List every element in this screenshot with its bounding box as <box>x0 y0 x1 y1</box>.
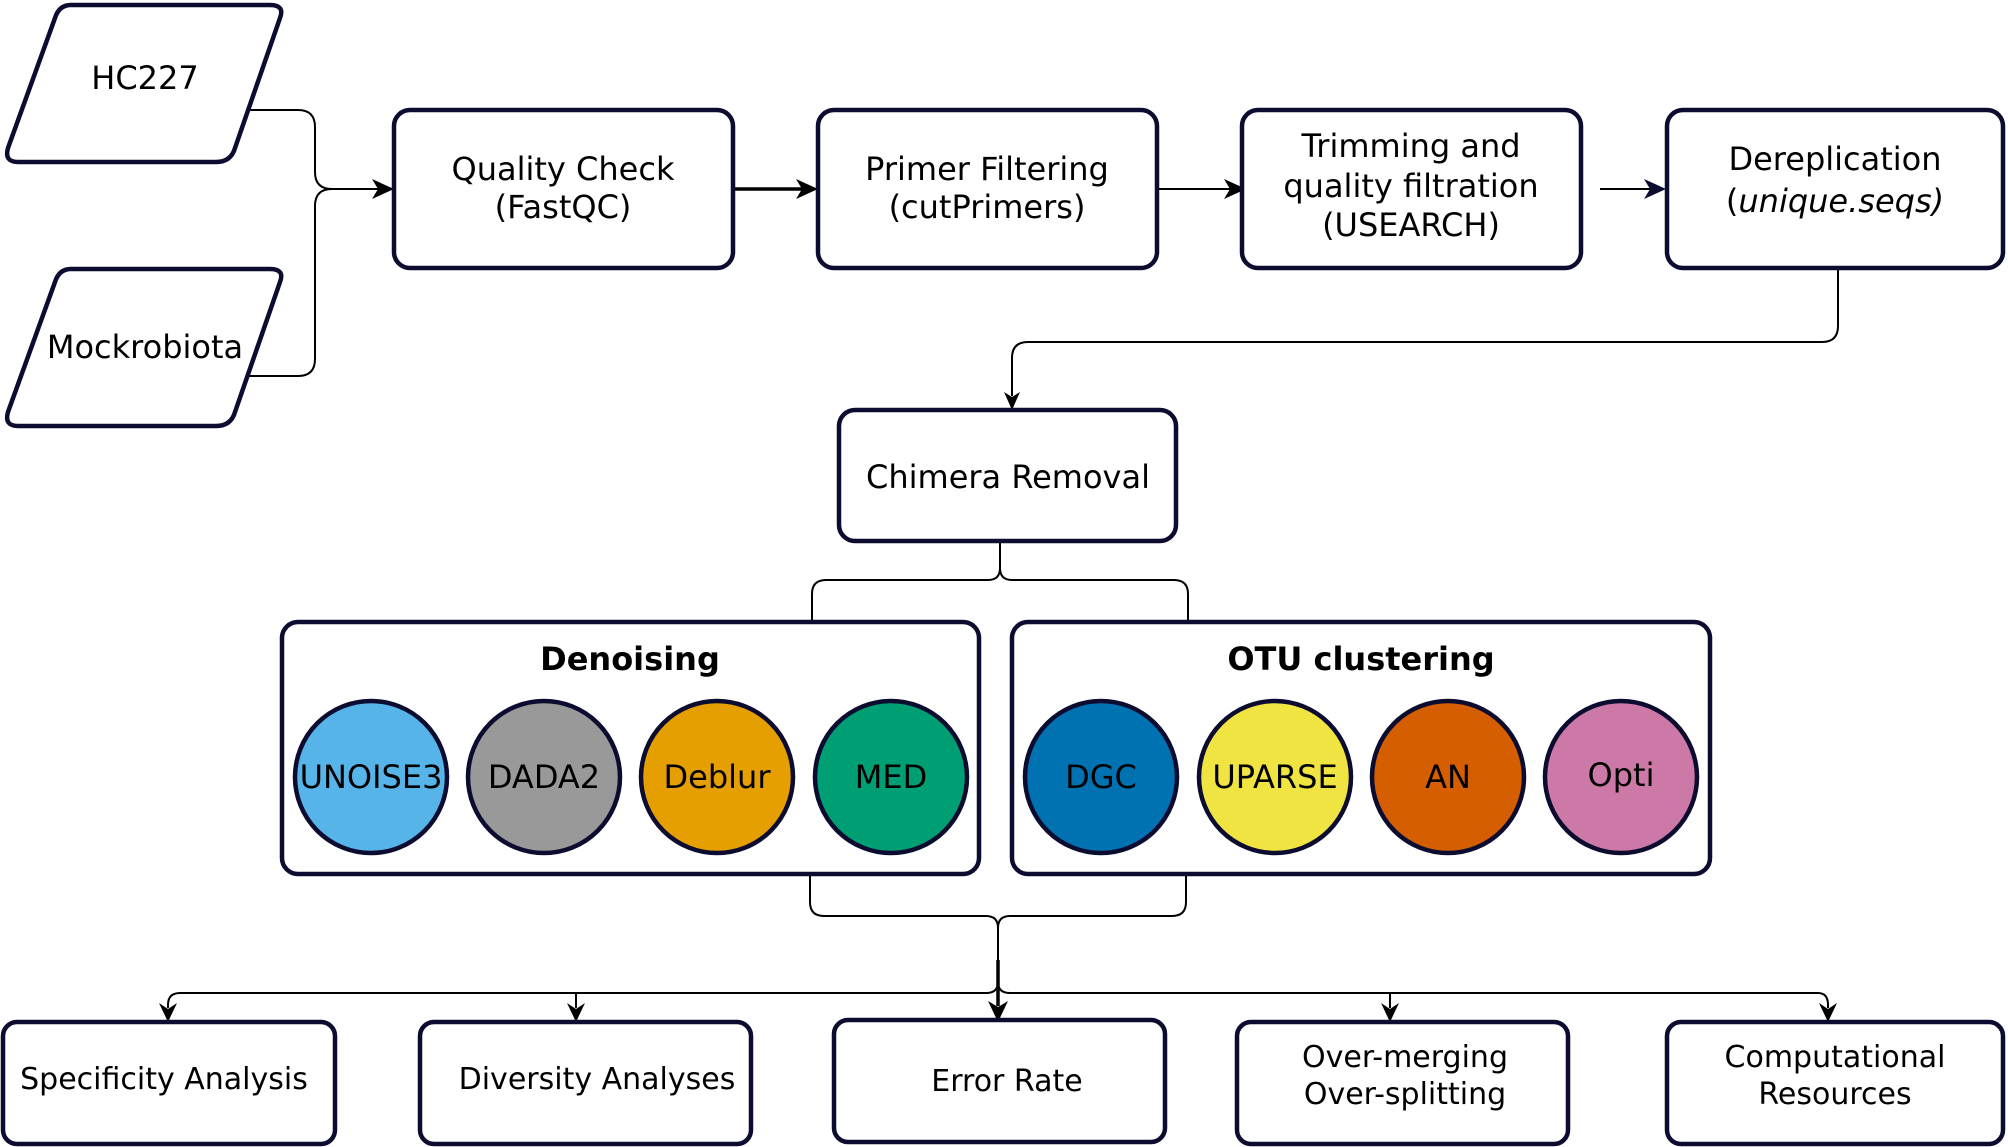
step-dereplication: Dereplication (unique.seqs) <box>1664 107 2006 271</box>
connector-groups-merge <box>809 876 1187 960</box>
output-merging-line-2: Over-splitting <box>1304 1077 1506 1112</box>
arrowhead-resources <box>1819 1003 1837 1022</box>
group-otu-clustering-box <box>1009 619 1713 877</box>
output-diversity-box <box>417 1019 754 1147</box>
method-med-circle <box>812 698 970 856</box>
connector-chimera-split <box>811 542 1189 620</box>
step-quality-check-line-1: Quality Check <box>452 150 675 188</box>
group-otu-clustering-title: OTU clustering <box>1227 640 1494 678</box>
method-deblur-circle <box>638 698 796 856</box>
method-deblur-label: Deblur <box>664 758 772 796</box>
step-primer-filtering: Primer Filtering (cutPrimers) <box>815 107 1160 271</box>
method-dgc-label: DGC <box>1065 758 1137 796</box>
step-quality-check: Quality Check (FastQC) <box>391 107 736 271</box>
method-uparse: UPARSE <box>1196 698 1354 856</box>
arrowhead-diversity <box>567 1003 585 1022</box>
output-specificity: Specificity Analysis <box>0 1019 338 1147</box>
step-chimera-removal: Chimera Removal <box>836 407 1179 544</box>
output-error-rate-label: Error Rate <box>931 1064 1082 1099</box>
connectors <box>159 109 1839 1022</box>
step-trimming-line-3: (USEARCH) <box>1322 206 1500 244</box>
method-an-circle <box>1369 698 1527 856</box>
step-quality-check-box <box>391 107 736 271</box>
input-hc227: HC227 <box>4 2 284 165</box>
input-mockrobiota-label: Mockrobiota <box>47 328 243 366</box>
output-resources-line-1: Computational <box>1725 1040 1946 1075</box>
input-hc227-shape <box>4 2 284 165</box>
step-dereplication-line-2: (unique.seqs) <box>1726 182 1944 220</box>
method-uparse-label: UPARSE <box>1212 758 1337 796</box>
group-otu-clustering: OTU clustering DGC UPARSE AN Opti <box>1009 619 1713 877</box>
method-dgc-circle <box>1022 698 1180 856</box>
method-unoise3-circle <box>292 698 450 856</box>
input-mockrobiota: Mockrobiota <box>4 266 284 429</box>
arrowhead-merging <box>1381 1003 1399 1022</box>
arrowhead-chimera <box>1004 392 1020 410</box>
output-error-rate: Error Rate <box>831 1017 1168 1145</box>
connector-to-merging <box>997 960 1829 1008</box>
output-diversity: Diversity Analyses <box>417 1019 754 1147</box>
method-deblur: Deblur <box>638 698 796 856</box>
step-trimming-line-1: Trimming and <box>1300 127 1520 165</box>
output-resources: Computational Resources <box>1664 1019 2006 1147</box>
input-mockrobiota-shape <box>4 266 284 429</box>
output-specificity-label: Specificity Analysis <box>20 1062 308 1097</box>
output-merging: Over-merging Over-splitting <box>1234 1019 1571 1147</box>
output-merging-line-1: Over-merging <box>1302 1040 1508 1075</box>
step-primer-filtering-line-1: Primer Filtering <box>865 150 1109 188</box>
method-unoise3: UNOISE3 <box>292 698 450 856</box>
method-an-label: AN <box>1425 758 1471 796</box>
group-denoising: Denoising UNOISE3 DADA2 Deblur MED <box>279 619 982 877</box>
arrowhead-specificity <box>159 1003 177 1022</box>
arrowhead-dereplication <box>1644 179 1666 199</box>
connector-to-specificity <box>167 960 999 1008</box>
method-dgc: DGC <box>1022 698 1180 856</box>
output-diversity-label: Diversity Analyses <box>459 1062 736 1097</box>
step-dereplication-tool: unique.seqs) <box>1738 182 1944 220</box>
arrowhead-trimming <box>1224 179 1246 199</box>
method-med: MED <box>812 698 970 856</box>
step-primer-filtering-line-2: (cutPrimers) <box>889 188 1086 226</box>
method-opti: Opti <box>1542 698 1700 856</box>
output-resources-box <box>1664 1019 2006 1147</box>
method-unoise3-label: UNOISE3 <box>300 758 443 796</box>
method-dada2-label: DADA2 <box>488 758 600 796</box>
method-uparse-circle <box>1196 698 1354 856</box>
group-denoising-box <box>279 619 982 877</box>
output-specificity-box <box>0 1019 338 1147</box>
output-error-rate-box <box>831 1017 1168 1145</box>
step-quality-check-line-2: (FastQC) <box>495 188 632 226</box>
method-an: AN <box>1369 698 1527 856</box>
arrowhead-quality-check <box>372 179 394 199</box>
step-primer-filtering-box <box>815 107 1160 271</box>
method-dada2: DADA2 <box>465 698 623 856</box>
method-dada2-circle <box>465 698 623 856</box>
method-opti-label: Opti <box>1588 756 1655 794</box>
arrowhead-primer <box>796 179 818 199</box>
step-dereplication-line-1: Dereplication <box>1728 140 1941 178</box>
step-dereplication-box <box>1664 107 2006 271</box>
step-trimming-line-2: quality filtration <box>1283 167 1538 205</box>
connector-mockrobiota-to-quality-check <box>248 188 333 377</box>
step-chimera-removal-label: Chimera Removal <box>866 458 1150 496</box>
step-chimera-removal-box <box>836 407 1179 544</box>
output-merging-box <box>1234 1019 1571 1147</box>
arrowhead-error-rate <box>988 1001 1008 1022</box>
group-denoising-title: Denoising <box>540 640 720 678</box>
method-opti-circle <box>1542 698 1700 856</box>
step-trimming-box <box>1239 107 1584 271</box>
input-hc227-label: HC227 <box>91 59 198 97</box>
connector-dereplication-to-chimera <box>1011 270 1839 396</box>
step-trimming: Trimming and quality filtration (USEARCH… <box>1239 107 1584 271</box>
connector-hc227-to-quality-check <box>248 109 380 190</box>
method-med-label: MED <box>855 758 927 796</box>
output-resources-line-2: Resources <box>1758 1077 1911 1112</box>
